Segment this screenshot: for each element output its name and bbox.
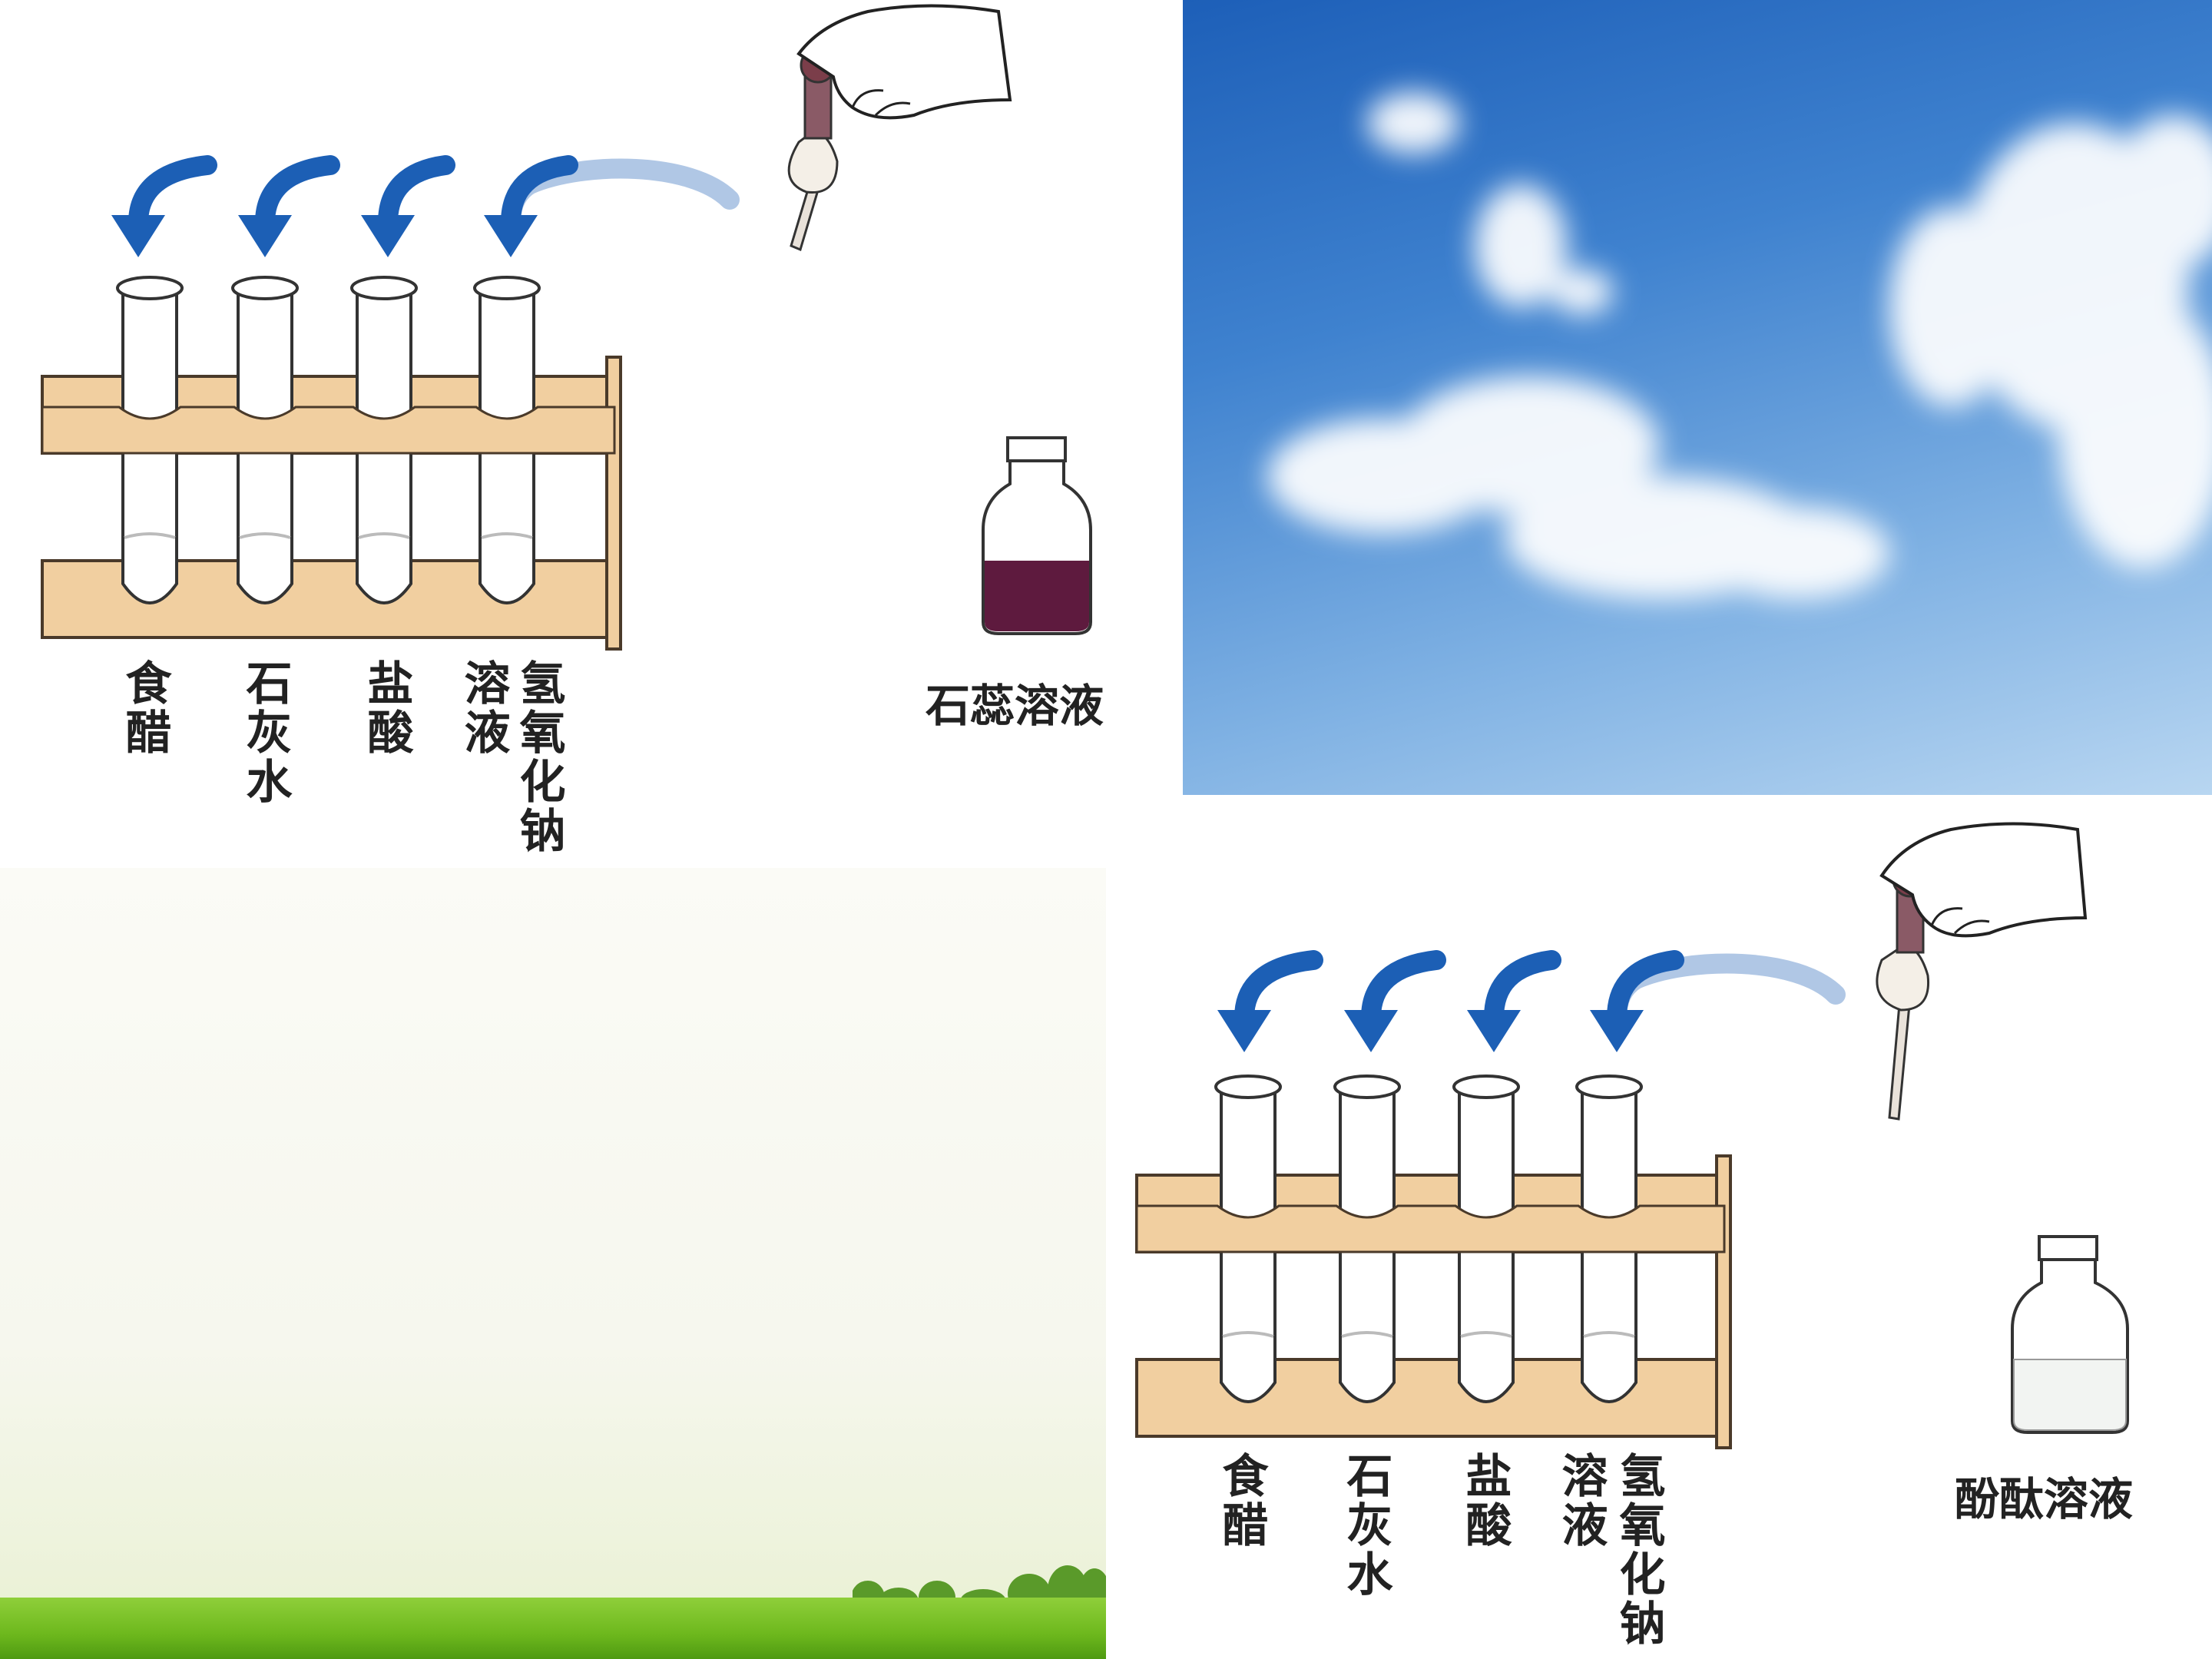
meadow-photo [0,868,1106,1659]
tube-label-hydrochloric-acid: 盐酸 [1458,1452,1512,1550]
top-diagram [41,4,1092,651]
hand [1879,822,2088,938]
tube-label-vinegar: 食醋 [1214,1452,1268,1550]
pour-arrows [1234,950,1846,1028]
tube-label-hydrochloric-acid: 盐酸 [359,659,413,757]
dropper [787,47,839,252]
reagent-label-litmus: 石蕊溶液 [926,680,1104,732]
rack-front [1135,1204,1726,1253]
rack-front [41,406,616,455]
arrow-4 [501,155,578,233]
test-tubes [1214,1075,1643,1403]
bottle-liquid [2013,1359,2127,1431]
arrow-heads [111,215,538,257]
pour-arrows [128,155,740,233]
grass [0,1598,1106,1659]
reagent-label-phenolphthalein: 酚酞溶液 [1955,1473,2134,1525]
tube-label-sodium-hydroxide: 氢氧化钠 [512,659,565,856]
tube-label-solution: 溶液 [1554,1452,1608,1550]
reagent-bottle [2011,1235,2129,1434]
arrow-1 [128,155,217,233]
tube-label-solution: 溶液 [456,659,510,757]
arrow-2 [255,155,340,233]
bottle-liquid [985,561,1089,631]
tube-label-vinegar: 食醋 [118,659,171,757]
reagent-bottle [982,436,1092,635]
arrow-heads [1217,1010,1644,1052]
bottom-diagram [1135,822,2129,1449]
hand [796,4,1012,120]
tube-label-limewater: 石灰水 [1339,1452,1392,1599]
clouds [1267,92,2212,599]
arrow-3 [378,155,455,233]
tube-label-limewater: 石灰水 [238,659,292,806]
sky-photo [1183,0,2212,795]
tube-label-sodium-hydroxide: 氢氧化钠 [1611,1452,1665,1648]
